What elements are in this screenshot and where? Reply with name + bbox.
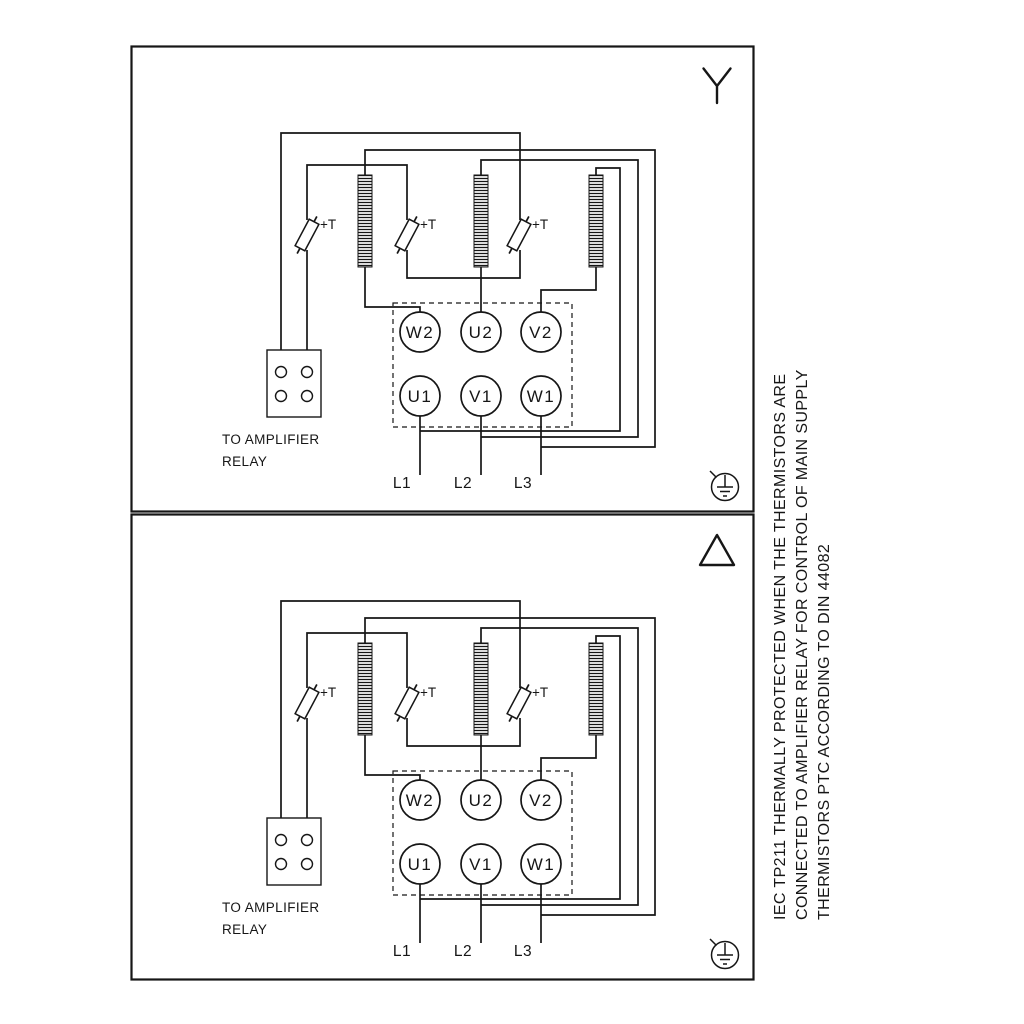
ground-icon — [709, 470, 740, 502]
terminal-w1 — [520, 375, 562, 417]
terminal-v1 — [460, 375, 502, 417]
terminal-w1-label: W1 — [527, 387, 556, 406]
terminal-w2-label: W2 — [406, 323, 435, 342]
terminal-u2 — [460, 311, 502, 353]
terminal-u1-label: U1 — [408, 855, 433, 874]
winding-icon — [357, 642, 373, 736]
thermistor-icon — [506, 684, 532, 722]
thermistor-label: +T — [420, 217, 436, 232]
thermistor-label: +T — [420, 685, 436, 700]
terminal-board-outline — [392, 302, 573, 428]
terminal-v1 — [460, 843, 502, 885]
supply-l3-label: L3 — [514, 943, 532, 960]
wiring-lines — [280, 132, 656, 475]
thermistor-icon — [294, 684, 320, 722]
supply-l1-label: L1 — [393, 475, 411, 492]
terminal-w1-label: W1 — [527, 855, 556, 874]
supply-l3-label: L3 — [514, 475, 532, 492]
winding-icons — [357, 642, 604, 736]
side-note: IEC TP211 THERMALLY PROTECTED WHEN THE T… — [770, 360, 836, 920]
winding-icon — [588, 174, 604, 268]
terminal-board: W2 U2 V2 U1 V1 W1 — [399, 311, 562, 417]
winding-icon — [473, 174, 489, 268]
thermistor-icon — [506, 216, 532, 254]
delta-connection-panel: +T +T +T W2 U2 V2 U1 V1 W1 — [130, 513, 755, 981]
relay-caption-line1: TO AMPLIFIER — [222, 900, 320, 915]
terminal-u2-label: U2 — [469, 791, 494, 810]
thermistor-icons: +T +T +T — [294, 684, 548, 722]
panel-border — [130, 45, 755, 513]
terminal-w1 — [520, 843, 562, 885]
delta-diagram-svg: +T +T +T W2 U2 V2 U1 V1 W1 — [130, 513, 755, 981]
terminal-board: W2 U2 V2 U1 V1 W1 — [399, 779, 562, 885]
side-note-line2: CONNECTED TO AMPLIFIER RELAY FOR CONTROL… — [794, 369, 811, 920]
side-note-line1: IEC TP211 THERMALLY PROTECTED WHEN THE T… — [772, 373, 789, 920]
side-note-line3: THERMISTORS PTC ACCORDING TO DIN 44082 — [816, 543, 833, 920]
wiring-lines — [280, 600, 656, 943]
terminal-u1 — [399, 375, 441, 417]
terminal-board-outline — [392, 770, 573, 896]
supply-l2-label: L2 — [454, 475, 472, 492]
thermistor-label: +T — [320, 217, 336, 232]
thermistor-icons: +T +T +T — [294, 216, 548, 254]
terminal-v1-label: V1 — [469, 855, 493, 874]
supply-l1-label: L1 — [393, 943, 411, 960]
terminal-v2 — [520, 779, 562, 821]
terminal-u2-label: U2 — [469, 323, 494, 342]
thermistor-icon — [294, 216, 320, 254]
terminal-u2 — [460, 779, 502, 821]
winding-icon — [357, 174, 373, 268]
thermistor-label: +T — [532, 685, 548, 700]
relay-caption-line1: TO AMPLIFIER — [222, 432, 320, 447]
terminal-u1-label: U1 — [408, 387, 433, 406]
amplifier-relay-connector — [266, 349, 322, 418]
supply-l2-label: L2 — [454, 943, 472, 960]
winding-icon — [588, 642, 604, 736]
thermistor-label: +T — [532, 217, 548, 232]
ground-icon — [709, 938, 740, 970]
thermistor-icon — [394, 216, 420, 254]
delta-icon — [698, 533, 736, 567]
thermistor-icon — [394, 684, 420, 722]
thermistor-label: +T — [320, 685, 336, 700]
terminal-v2-label: V2 — [529, 791, 553, 810]
amplifier-relay-connector — [266, 817, 322, 886]
star-diagram-svg: +T +T +T W2 U2 V2 U1 V1 W1 — [130, 45, 755, 513]
star-connection-panel: +T +T +T W2 U2 V2 U1 V1 W1 — [130, 45, 755, 513]
relay-caption-line2: RELAY — [222, 454, 267, 469]
terminal-w2-label: W2 — [406, 791, 435, 810]
terminal-u1 — [399, 843, 441, 885]
terminal-v1-label: V1 — [469, 387, 493, 406]
terminal-v2-label: V2 — [529, 323, 553, 342]
terminal-w2 — [399, 311, 441, 353]
terminal-w2 — [399, 779, 441, 821]
panel-border — [130, 513, 755, 981]
terminal-v2 — [520, 311, 562, 353]
winding-icons — [357, 174, 604, 268]
star-icon — [702, 67, 732, 105]
relay-caption-line2: RELAY — [222, 922, 267, 937]
winding-icon — [473, 642, 489, 736]
